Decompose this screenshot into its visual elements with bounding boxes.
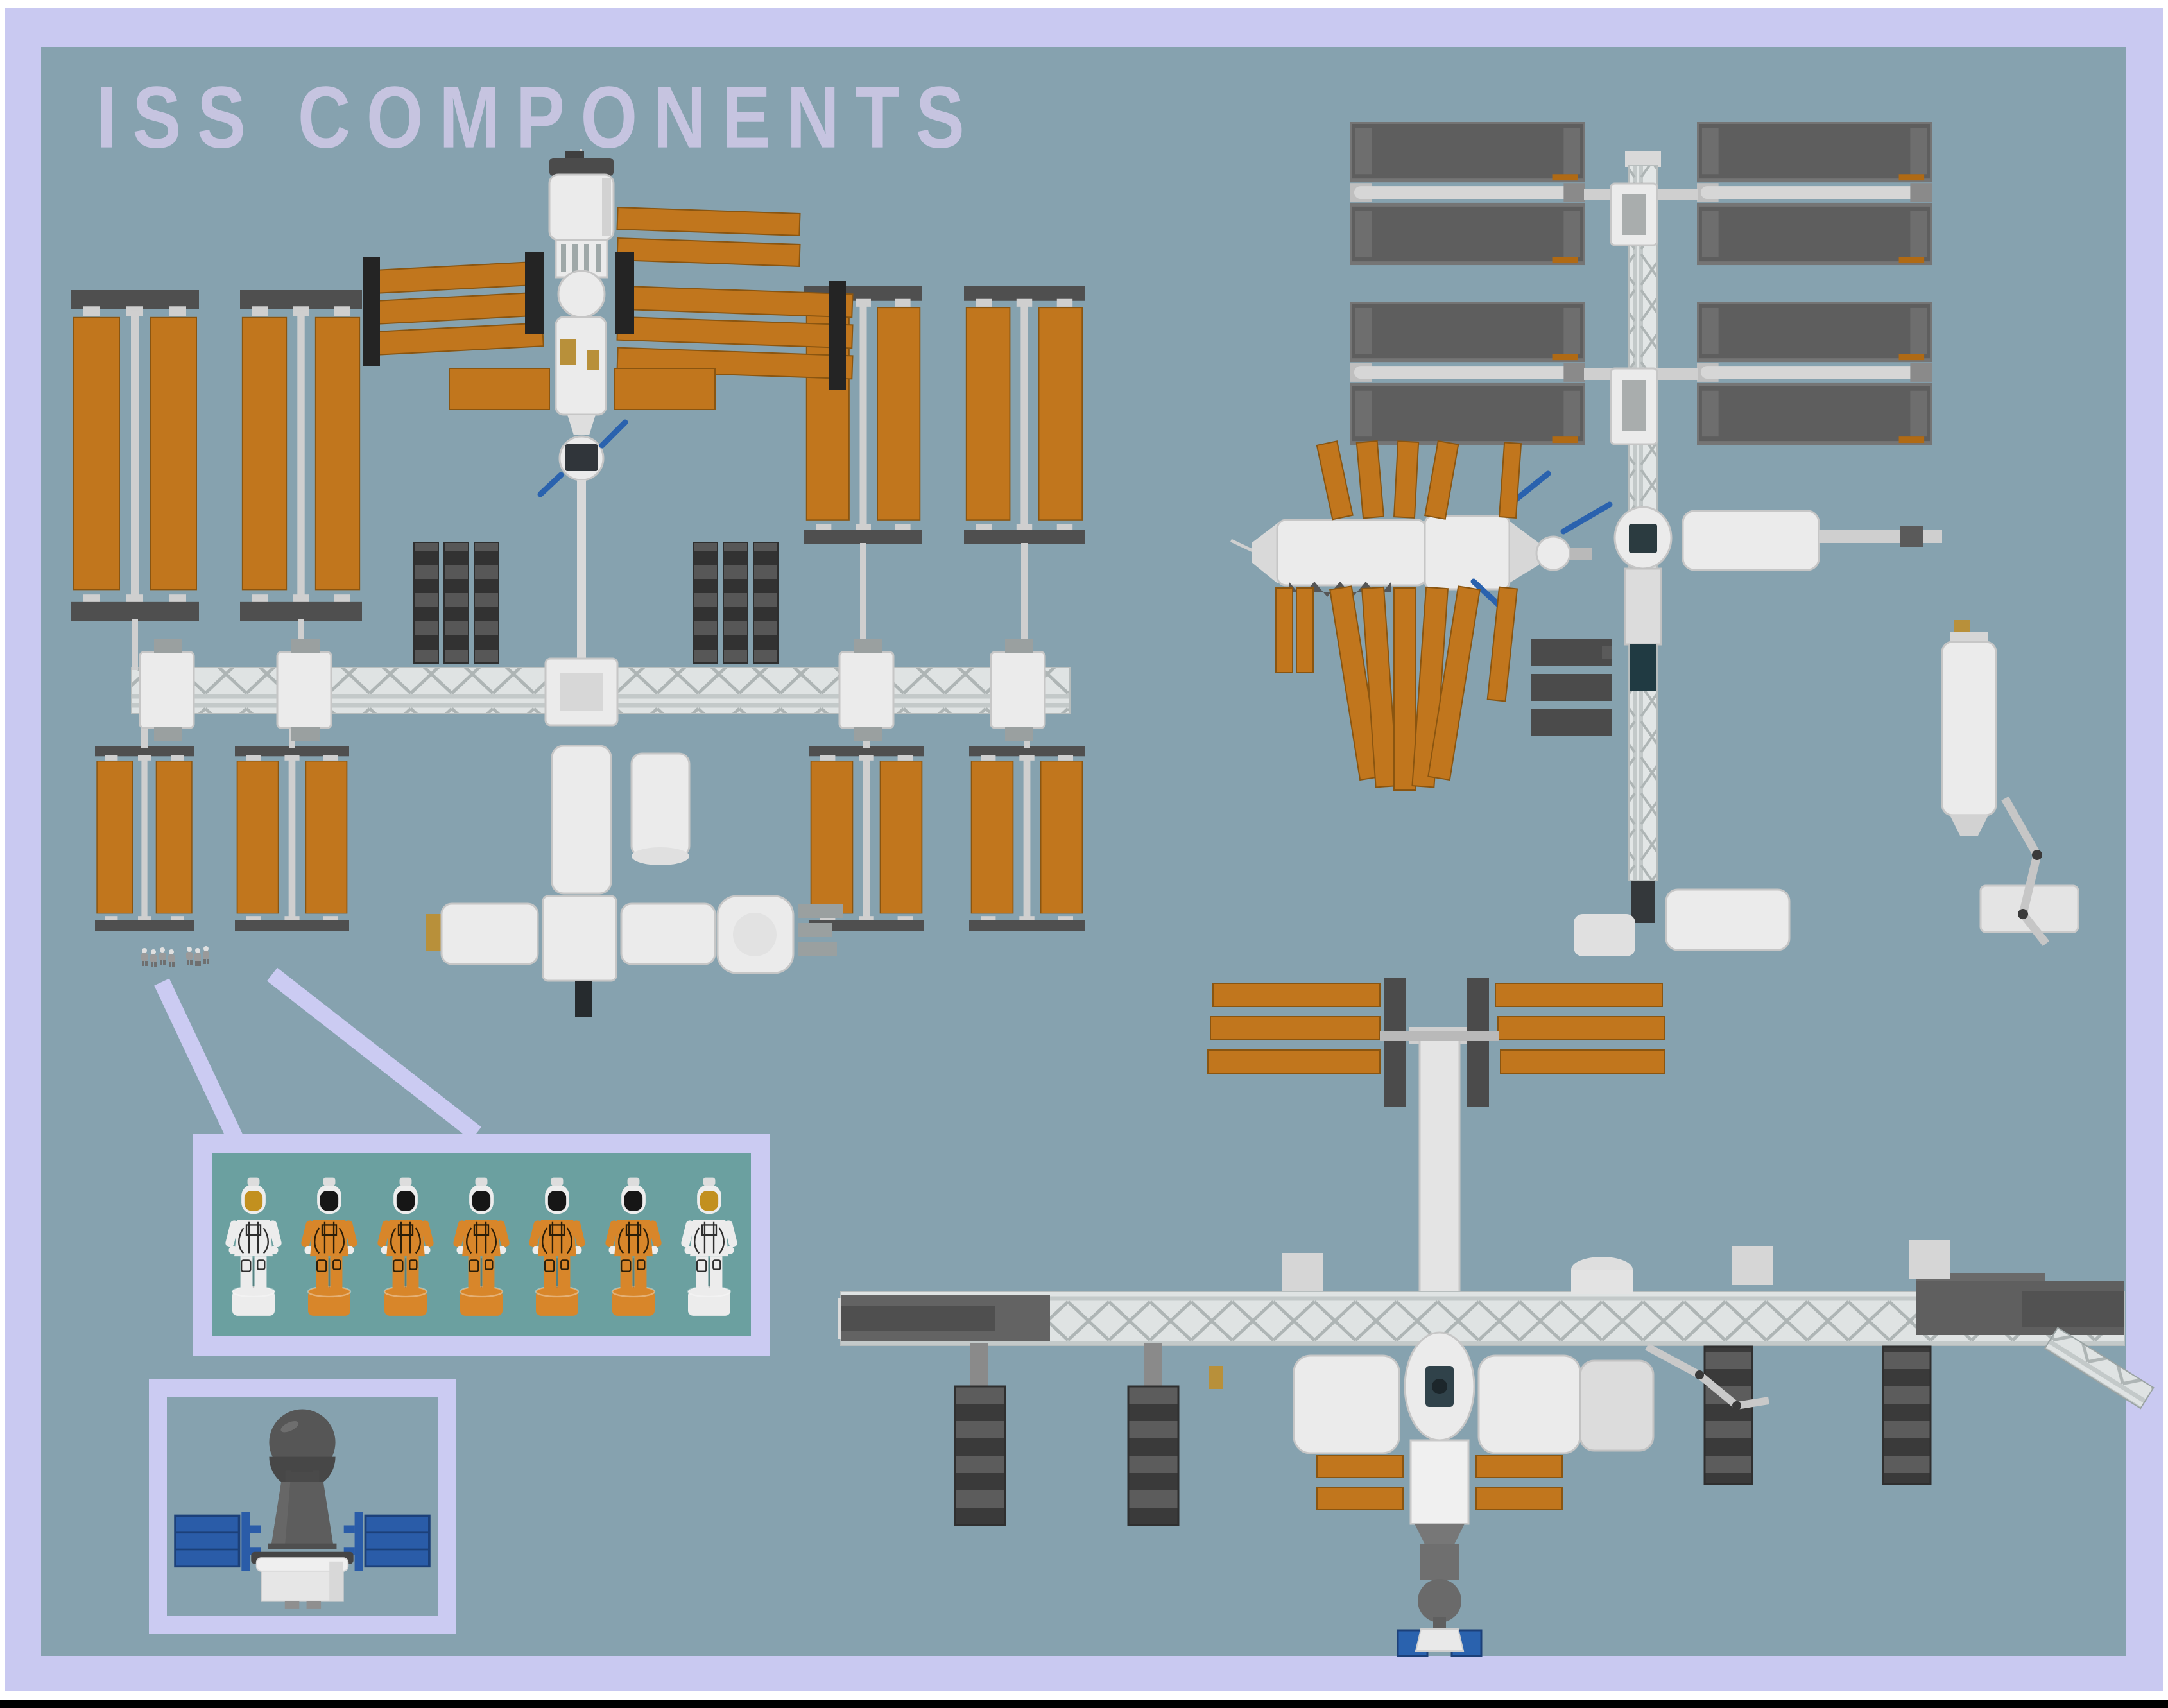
soyuz-descent-bell [1415, 1628, 1465, 1652]
truss-top-mounts [1282, 1240, 1950, 1291]
nadir-stack [1316, 1439, 1563, 1657]
crew-minifigures-inset [193, 1134, 770, 1356]
satellite-render [174, 1409, 431, 1609]
front-upper-radiators [1207, 978, 1665, 1107]
helmet-visor [624, 1191, 642, 1211]
callout-line-left [154, 978, 244, 1144]
helmet-visor [548, 1191, 567, 1211]
solar-panel-left [174, 1512, 261, 1571]
solar-panel-right [343, 1512, 431, 1571]
astronaut-statuette [301, 1177, 357, 1316]
central-module-stack [426, 149, 843, 1017]
helmet-visor [244, 1191, 263, 1211]
checkered-radiator-panels [413, 542, 779, 664]
helmet-visor [396, 1191, 415, 1211]
aft-dark-radiators [1531, 639, 1612, 736]
helmet-visor [700, 1191, 719, 1211]
astronaut-statuette [225, 1177, 282, 1316]
upper-radiator-panels [363, 207, 854, 410]
astronaut-statuette [453, 1177, 510, 1316]
helmet-visor [320, 1191, 339, 1211]
crew-statuette-row [212, 1153, 751, 1336]
russian-segment [1230, 440, 1613, 791]
astronaut-statuette [681, 1177, 737, 1316]
truss-joint-boxes [139, 639, 1046, 741]
robotic-arm [2001, 796, 2050, 947]
tiny-crew-figures [141, 946, 209, 967]
resupply-spacecraft-inset [149, 1379, 456, 1634]
page-title: ISS COMPONENTS [96, 68, 981, 166]
hanging-array-columns [954, 1343, 1932, 1526]
bottom-black-bar [0, 1700, 2168, 1708]
astronaut-statuette [605, 1177, 662, 1316]
canadarm [1645, 1343, 1769, 1410]
astronaut-statuette [529, 1177, 585, 1316]
iss-aft-view-render [1230, 122, 2079, 956]
z1-tower [1418, 1039, 1461, 1298]
iss-top-view-render [71, 149, 1085, 1017]
iss-front-view-render [838, 978, 2155, 1657]
astronaut-statuette [377, 1177, 434, 1316]
callout-line-right [267, 967, 481, 1141]
helmet-visor [472, 1191, 491, 1211]
